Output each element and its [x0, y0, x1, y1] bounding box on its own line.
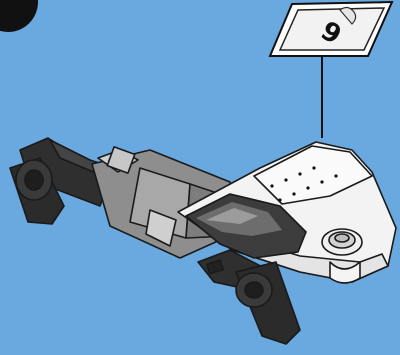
- instruction-illustration: 6: [0, 0, 400, 355]
- instruction-canvas: 6: [0, 0, 400, 355]
